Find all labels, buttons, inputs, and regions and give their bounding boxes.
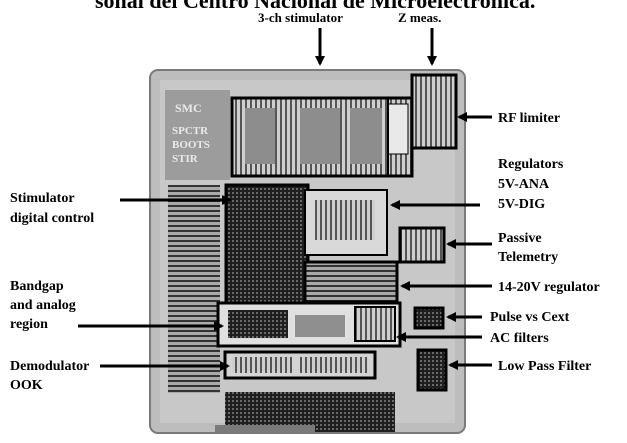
label-bandgap: Bandgap bbox=[10, 279, 64, 294]
stimulator-sub-1 bbox=[245, 108, 275, 164]
bandgap-sub-2 bbox=[295, 315, 345, 337]
label-rf-limiter: RF limiter bbox=[498, 111, 560, 126]
die-marking-2: SPCTR bbox=[172, 125, 209, 137]
label-14-20v-regulator: 14-20V regulator bbox=[498, 280, 600, 295]
label-digital-control: digital control bbox=[10, 211, 94, 226]
ac-filters-block bbox=[355, 307, 395, 341]
label-pulse-cext: Pulse vs Cext bbox=[490, 310, 570, 325]
label-regulators-5v-ana: 5V-ANA bbox=[498, 177, 550, 192]
label-zmeas: Z meas. bbox=[398, 10, 441, 25]
label-and-analog: and analog bbox=[10, 298, 76, 313]
telemetry-block bbox=[400, 228, 444, 262]
label-telemetry: Telemetry bbox=[498, 250, 558, 265]
digital-control-block bbox=[226, 185, 308, 303]
bandgap-sub-1 bbox=[228, 310, 288, 338]
low-pass-filter-block bbox=[418, 350, 446, 390]
stimulator-sub-2 bbox=[300, 108, 340, 164]
stimulator-sub-4 bbox=[388, 104, 408, 154]
label-3ch-stimulator: 3-ch stimulator bbox=[258, 10, 343, 25]
rf-limiter-block bbox=[412, 75, 456, 148]
label-ook: OOK bbox=[10, 378, 43, 393]
label-regulators: Regulators bbox=[498, 157, 564, 172]
label-passive: Passive bbox=[498, 231, 542, 246]
demodulator-sub-2 bbox=[300, 357, 368, 373]
die-marking-4: STIR bbox=[172, 153, 199, 165]
die-photo: SMC SPCTR BOOTS STIR bbox=[150, 70, 465, 433]
label-stimulator: Stimulator bbox=[10, 191, 75, 206]
label-low-pass-filter: Low Pass Filter bbox=[498, 359, 591, 374]
regulators-sub bbox=[315, 200, 375, 240]
die-marking-3: BOOTS bbox=[172, 139, 210, 151]
stimulator-sub-3 bbox=[350, 108, 382, 164]
bottom-pad-row-2 bbox=[215, 425, 315, 433]
regulator-14-20-block bbox=[305, 262, 397, 302]
label-region: region bbox=[10, 317, 48, 332]
label-demodulator: Demodulator bbox=[10, 359, 89, 374]
die-marking-1: SMC bbox=[175, 101, 202, 115]
label-regulators-5v-dig: 5V-DIG bbox=[498, 197, 545, 212]
demodulator-sub-1 bbox=[232, 357, 292, 373]
label-ac-filters: AC filters bbox=[490, 331, 549, 346]
pulse-cext-block bbox=[415, 308, 443, 328]
left-pad-column bbox=[168, 185, 220, 393]
